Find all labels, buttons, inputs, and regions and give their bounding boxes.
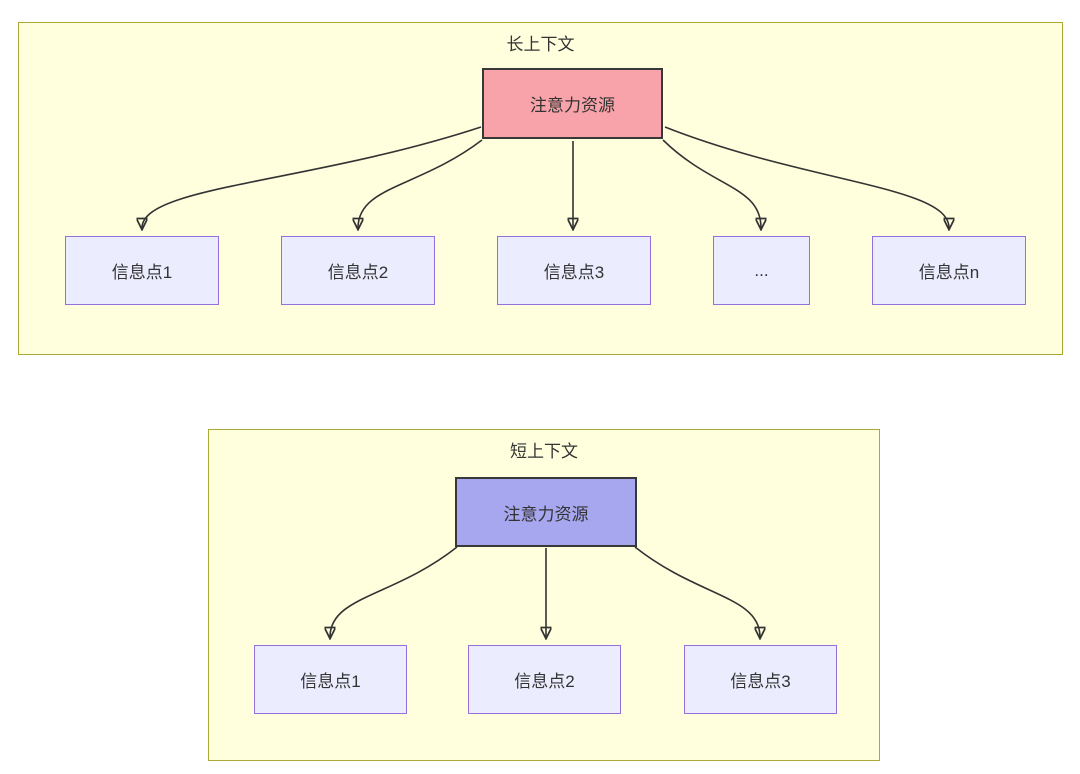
attention-node-long: 注意力资源 [482,68,663,139]
panel-title-short-context: 短上下文 [510,442,578,461]
info-node-long-1-label: 信息点1 [111,263,173,282]
info-node-short-1: 信息点1 [254,645,407,714]
info-node-long-3-label: 信息点3 [543,263,605,282]
info-node-short-3: 信息点3 [684,645,837,714]
info-node-short-2: 信息点2 [468,645,621,714]
attention-node-short: 注意力资源 [455,477,637,547]
info-node-short-3-label: 信息点3 [730,672,791,691]
info-node-long-ellipsis-label: ... [754,260,769,280]
info-node-long-2-label: 信息点2 [327,263,389,282]
info-node-long-3: 信息点3 [497,236,651,305]
info-node-long-n: 信息点n [872,236,1026,305]
attention-node-short-label: 注意力资源 [503,504,589,524]
info-node-long-1: 信息点1 [65,236,219,305]
info-node-short-2-label: 信息点2 [514,672,575,691]
info-node-long-2: 信息点2 [281,236,435,305]
info-node-long-n-label: 信息点n [918,263,980,282]
info-node-long-ellipsis: ... [713,236,810,305]
panel-title-long-context: 长上下文 [506,35,575,54]
info-node-short-1-label: 信息点1 [300,672,361,691]
attention-node-long-label: 注意力资源 [530,96,615,115]
